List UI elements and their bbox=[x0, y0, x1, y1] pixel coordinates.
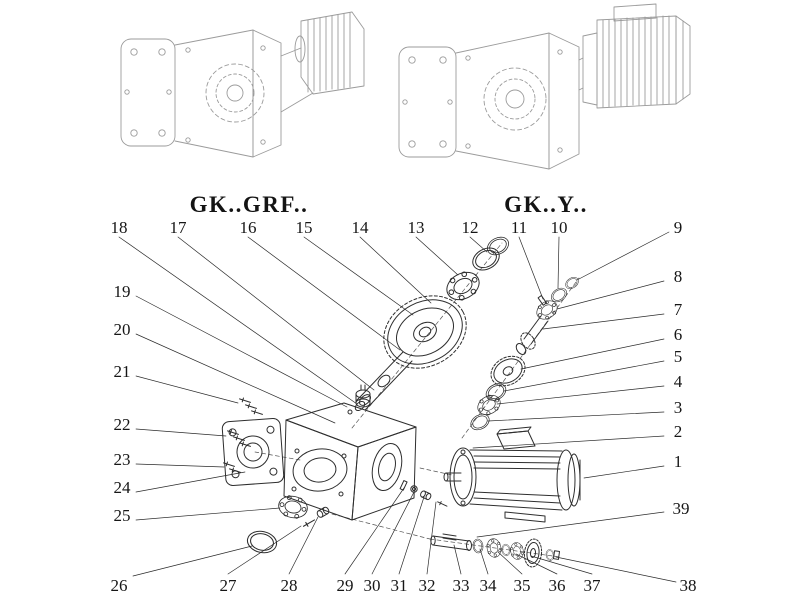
leader-lines bbox=[118, 231, 677, 583]
part-number-8: 8 bbox=[673, 267, 683, 286]
part-number-29: 29 bbox=[336, 576, 354, 595]
part-number-18: 18 bbox=[110, 218, 128, 237]
intermediate-shaft bbox=[354, 351, 413, 412]
electric-motor bbox=[443, 426, 581, 523]
input-pinion-assembly bbox=[515, 274, 581, 355]
model-label-gk-grf: GK..GRF.. bbox=[189, 192, 309, 217]
lower-bolt bbox=[297, 517, 317, 532]
large-helical-gear bbox=[383, 295, 467, 369]
part-number-39: 39 bbox=[672, 499, 690, 518]
part-number-36: 36 bbox=[548, 576, 566, 595]
small-fasteners bbox=[399, 480, 449, 509]
output-bearing-lower bbox=[276, 493, 310, 521]
part-number-6: 6 bbox=[673, 325, 683, 344]
output-shaft-kit bbox=[430, 533, 561, 568]
model-label-gk-y: GK..Y.. bbox=[504, 192, 588, 217]
part-number-15: 15 bbox=[295, 218, 313, 237]
part-number-2: 2 bbox=[673, 422, 683, 441]
part-number-22: 22 bbox=[113, 415, 131, 434]
part-number-17: 17 bbox=[169, 218, 187, 237]
part-number-28: 28 bbox=[280, 576, 298, 595]
part-number-10: 10 bbox=[550, 218, 568, 237]
part-number-32: 32 bbox=[418, 576, 436, 595]
part-number-34: 34 bbox=[479, 576, 497, 595]
part-number-14: 14 bbox=[351, 218, 369, 237]
lower-plug bbox=[316, 506, 330, 518]
part-number-31: 31 bbox=[390, 576, 408, 595]
part-number-35: 35 bbox=[513, 576, 531, 595]
part-number-30: 30 bbox=[363, 576, 381, 595]
part-number-11: 11 bbox=[510, 218, 528, 237]
part-number-38: 38 bbox=[679, 576, 697, 595]
part-number-27: 27 bbox=[219, 576, 237, 595]
bearing-input bbox=[473, 391, 505, 419]
drawing-gk-grf bbox=[120, 11, 365, 158]
gear-housing bbox=[283, 384, 417, 521]
mounting-flange-plate bbox=[221, 418, 285, 486]
part-number-5: 5 bbox=[673, 347, 683, 366]
drawing-gk-y bbox=[398, 3, 691, 170]
part-number-1: 1 bbox=[673, 452, 683, 471]
part-number-37: 37 bbox=[583, 576, 601, 595]
part-number-4: 4 bbox=[673, 372, 683, 391]
part-number-7: 7 bbox=[673, 300, 683, 319]
part-number-23: 23 bbox=[113, 450, 131, 469]
part-number-26: 26 bbox=[110, 576, 128, 595]
part-number-12: 12 bbox=[461, 218, 479, 237]
part-number-21: 21 bbox=[113, 362, 131, 381]
part-number-19: 19 bbox=[113, 282, 131, 301]
part-number-20: 20 bbox=[113, 320, 131, 339]
part-number-13: 13 bbox=[407, 218, 425, 237]
part-number-24: 24 bbox=[113, 478, 131, 497]
part-number-16: 16 bbox=[239, 218, 257, 237]
input-gear bbox=[490, 355, 526, 387]
retaining-rings-upper bbox=[468, 233, 513, 275]
part-number-25: 25 bbox=[113, 506, 131, 525]
part-number-9: 9 bbox=[673, 218, 683, 237]
part-number-33: 33 bbox=[452, 576, 470, 595]
part-number-3: 3 bbox=[673, 398, 683, 417]
